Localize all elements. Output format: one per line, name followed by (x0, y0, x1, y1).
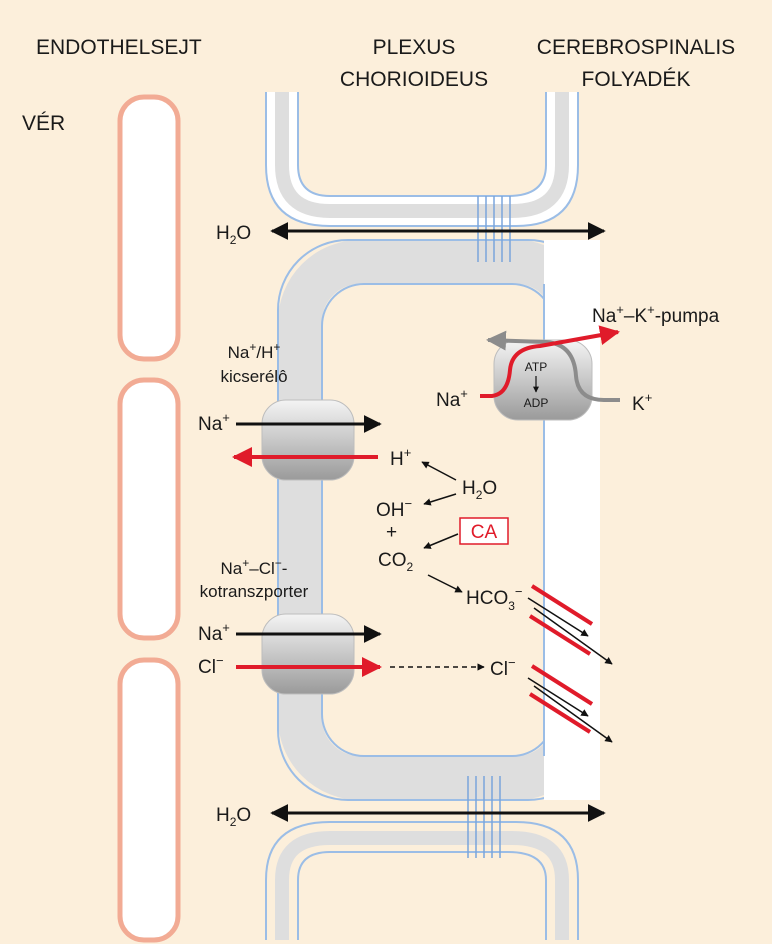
label-endothelial-cell: ENDOTHELSEJT (36, 36, 202, 59)
label-h-ion: H+ (390, 445, 411, 470)
label-k-ion: K+ (632, 390, 652, 415)
label-water-intracellular: H2O (462, 478, 497, 502)
water-to-oh-arrow (423, 493, 457, 506)
na-h-exchanger-protein (261, 399, 355, 481)
main-cell-membrane (277, 239, 600, 801)
na-efflux-path (480, 325, 620, 398)
bottom-cell-membrane (265, 821, 579, 940)
label-na-cotransporter: Na+ (198, 620, 230, 645)
label-hydroxide: OH− (376, 496, 412, 521)
endothelial-cell-middle (117, 377, 181, 641)
label-carbonic-anhydrase: CA (471, 522, 498, 543)
endothelial-cells (117, 94, 181, 943)
top-cell-membrane (265, 92, 579, 227)
label-water-top: H2O (216, 223, 251, 247)
label-nacl-cotransporter-line2: kotranszporter (200, 582, 309, 601)
label-na-pump: Na+ (436, 386, 468, 411)
label-csf-line1: CEREBROSPINALIS (537, 36, 735, 59)
label-plexus-line2: CHORIOIDEUS (340, 68, 488, 91)
label-na-h-exchanger-line2: kicserélô (220, 367, 287, 386)
label-adp: ADP (524, 396, 549, 410)
label-atp: ATP (525, 360, 547, 374)
label-na-h-exchanger-line1: Na+/H+ (228, 340, 281, 362)
endothelial-cell-bottom (117, 657, 181, 943)
co2-to-bicarbonate-arrow (427, 574, 463, 593)
label-csf-line2: FOLYADÉK (582, 68, 691, 91)
nacl-cotransporter-protein (261, 613, 355, 695)
label-na-k-pump: Na+–K+-pumpa (592, 302, 720, 327)
water-to-h-arrow (421, 461, 457, 481)
label-cl-intracellular: Cl− (490, 655, 516, 680)
label-co2: CO2 (378, 550, 414, 574)
carbonic-anhydrase-box (459, 517, 509, 545)
label-nacl-cotransporter-line1: Na+–Cl−- (221, 556, 288, 578)
label-water-bottom: H2O (216, 805, 251, 829)
label-bicarbonate: HCO3− (466, 584, 523, 613)
label-plexus-line1: PLEXUS (373, 36, 456, 59)
ca-arrow (423, 533, 459, 549)
label-cl-blood-side: Cl− (198, 653, 224, 678)
endothelial-cell-top (117, 94, 181, 362)
bicarbonate-channel (527, 584, 613, 665)
label-plus-sign: + (386, 522, 397, 543)
label-na-exchanger: Na+ (198, 410, 230, 435)
chloride-channel (527, 664, 613, 743)
label-blood: VÉR (22, 112, 65, 135)
